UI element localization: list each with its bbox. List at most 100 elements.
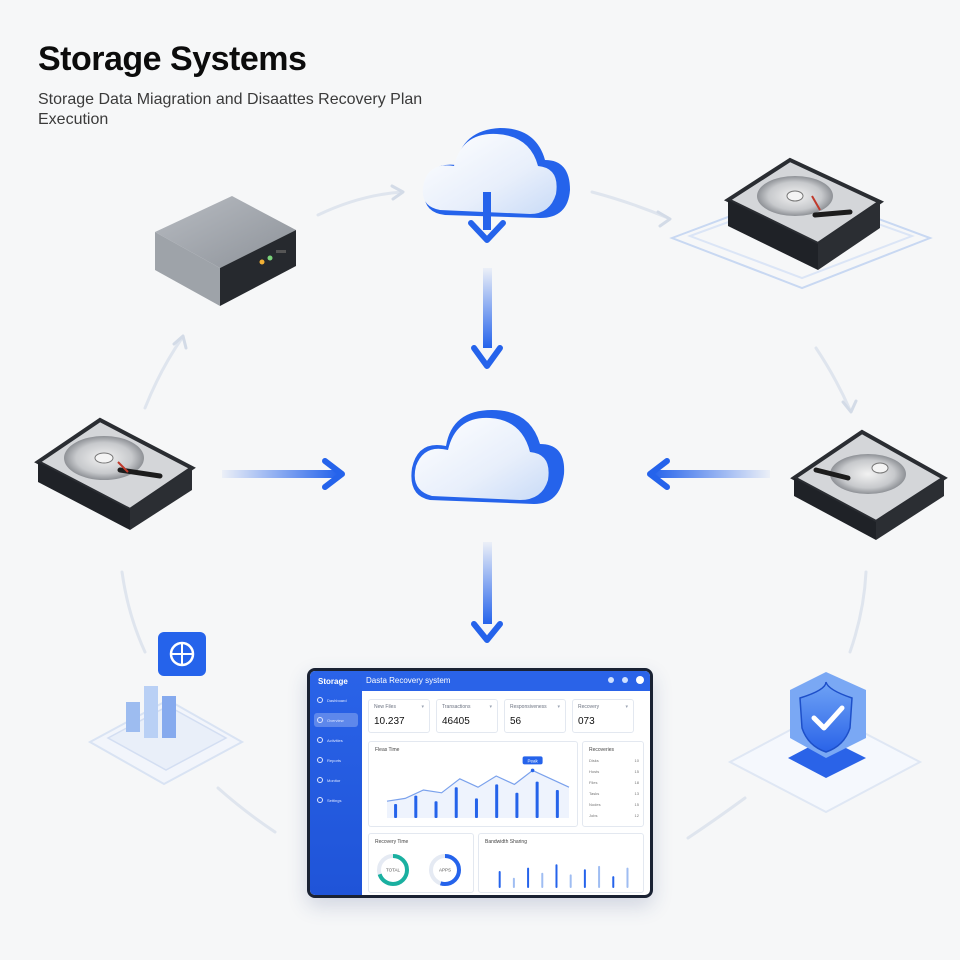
kpi-label: New Files [374, 704, 396, 710]
list-item: Files 18 [589, 780, 639, 785]
kpi-card: Transactions ▾ 46405 [436, 699, 498, 733]
list-value: 15 [634, 769, 639, 774]
settings-icon[interactable]: • [622, 677, 628, 683]
bandwidth-bar [512, 877, 515, 888]
list-label: Files [589, 780, 598, 785]
chart-peak-point [530, 768, 535, 773]
gauge-arc [429, 854, 461, 886]
bandwidth-bar [612, 876, 615, 888]
bandwidth-panel: Bandwidth Sharing [478, 833, 644, 893]
recovery-dashboard: Storage Dashboard Overview Activities Re… [307, 668, 653, 898]
sidebar-item-dashboard[interactable]: Dashboard [314, 693, 358, 707]
bandwidth-bar [598, 865, 601, 888]
sidebar-item-label: Overview [327, 717, 344, 723]
analytics-globe-icon [87, 632, 245, 786]
chart-bar [454, 787, 458, 818]
list-label: Disks [589, 758, 599, 763]
kpi-label: Transactions [442, 704, 471, 710]
flow-arrow-down-upper [471, 268, 503, 369]
page-title: Storage Systems [38, 40, 307, 78]
sidebar-item-label: Dashboard [327, 697, 347, 703]
menu-dot-icon [317, 757, 323, 763]
hard-drive-left-icon [34, 417, 196, 530]
nas-device-icon [155, 196, 296, 306]
chevron-down-icon[interactable]: ▾ [557, 704, 560, 710]
dashboard-topbar: Dasta Recovery system • • • [362, 671, 650, 691]
kpi-value: 073 [578, 716, 595, 727]
menu-dot-icon [317, 737, 323, 743]
sidebar-item-settings[interactable]: Settings [314, 793, 358, 807]
sidebar-item-reports[interactable]: Reports [314, 753, 358, 767]
recovery-panel-title: Recovery Time [375, 839, 409, 845]
kpi-card: New Files ▾ 10.237 [368, 699, 430, 733]
chevron-down-icon[interactable]: ▾ [489, 704, 492, 710]
bandwidth-chart [498, 864, 629, 888]
dashboard-sidebar: Storage Dashboard Overview Activities Re… [310, 671, 362, 895]
kpi-card: Recovery ▾ 073 [572, 699, 634, 733]
side-panel-title: Recoveries [589, 747, 615, 753]
chart-bar [434, 801, 438, 818]
cloud-source-icon [422, 128, 570, 243]
chart-bar [495, 784, 499, 818]
gauge-arc [377, 854, 409, 886]
menu-dot-icon [317, 797, 323, 803]
chart-area [387, 770, 569, 818]
bandwidth-bar [527, 867, 530, 888]
bandwidth-bar [583, 869, 586, 888]
chart-bar [535, 781, 539, 818]
chart-panel: Fleas Time Peak [368, 741, 578, 827]
list-item: Hosts 15 [589, 769, 639, 774]
sidebar-item-monitor[interactable]: Monitor [314, 773, 358, 787]
list-value: 13 [634, 791, 639, 796]
activity-chart: Peak [386, 756, 570, 818]
dashboard-heading: Dasta Recovery system [366, 676, 451, 685]
bandwidth-bar [555, 864, 558, 888]
list-label: Hosts [589, 769, 600, 774]
cloud-central-icon [411, 410, 565, 504]
list-value: 18 [634, 780, 639, 785]
security-shield-icon [727, 672, 923, 814]
chart-tag-bg [522, 756, 543, 765]
flow-arrow-left [647, 458, 770, 490]
notification-icon[interactable]: • [608, 677, 614, 683]
hard-drive-top-right-icon [669, 157, 933, 290]
kpi-row: New Files ▾ 10.237 Transactions ▾ 46405 … [368, 699, 634, 733]
bottom-panel-title: Bandwidth Sharing [485, 839, 527, 845]
page-subtitle: Storage Data Miagration and Disaattes Re… [38, 91, 423, 128]
sidebar-item-label: Reports [327, 757, 342, 763]
gauge-label: APPS [439, 868, 451, 873]
chevron-down-icon[interactable]: ▾ [421, 704, 424, 710]
chart-bar [394, 804, 398, 818]
bandwidth-bar [541, 872, 544, 888]
sidebar-item-label: Activities [327, 737, 343, 743]
menu-dot-icon [317, 697, 323, 703]
menu-dot-icon [317, 717, 323, 723]
dashboard-brand: Storage [318, 677, 348, 686]
chart-bar [555, 790, 559, 818]
kpi-value: 56 [510, 716, 522, 727]
list-item: Tasks 13 [589, 791, 639, 796]
sidebar-item-activities[interactable]: Activities [314, 733, 358, 747]
chart-bar [474, 798, 478, 818]
hard-drive-right-icon [790, 429, 948, 540]
avatar[interactable]: • [636, 676, 644, 684]
chevron-down-icon[interactable]: ▾ [625, 704, 628, 710]
menu-dot-icon [317, 777, 323, 783]
list-label: Tasks [589, 791, 600, 796]
connector-lines [120, 190, 868, 840]
sidebar-item-overview[interactable]: Overview [314, 713, 358, 727]
kpi-label: Recovery [578, 704, 600, 710]
bandwidth-bar [626, 867, 629, 888]
list-value: 12 [634, 813, 639, 818]
bandwidth-bar [569, 874, 572, 888]
kpi-card: Responsiveness ▾ 56 [504, 699, 566, 733]
flow-arrow-right [222, 458, 345, 490]
bandwidth-bar [498, 871, 501, 888]
